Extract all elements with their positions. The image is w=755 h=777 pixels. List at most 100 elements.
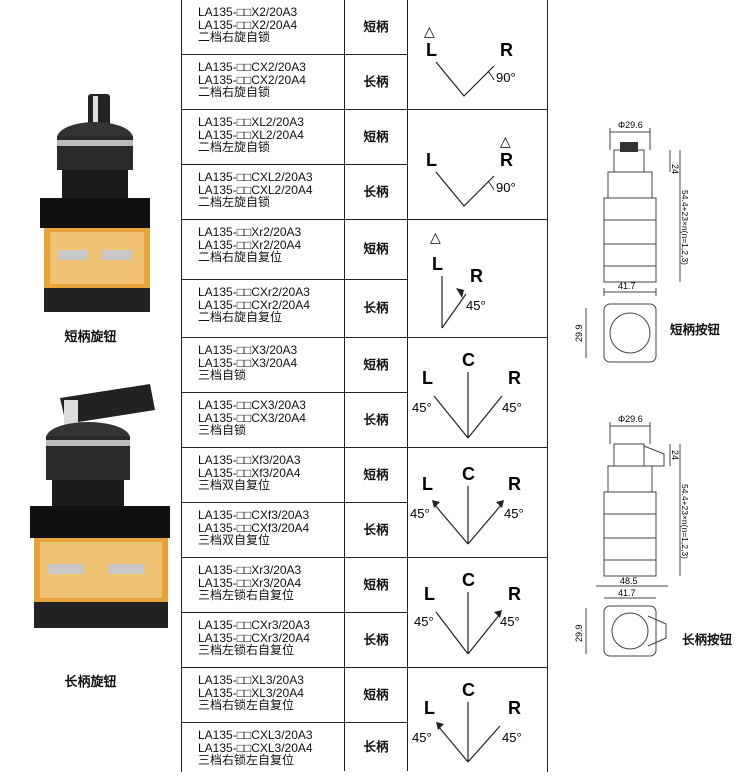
dim-side: 29.9 xyxy=(574,624,584,642)
model-line: LA135-□□CXr2/20A3 xyxy=(198,285,310,299)
diagram-cell: C L R 45° 45° xyxy=(408,338,547,448)
dim-width: 41.7 xyxy=(618,588,636,598)
right-angle: 45° xyxy=(500,614,520,629)
short-knob-caption: 短柄旋钮 xyxy=(64,329,117,344)
diagram-cell: C L R 45° 45° xyxy=(408,558,547,668)
dim-24: 24 xyxy=(670,164,680,174)
model-line: 二档右旋自复位 xyxy=(198,250,283,264)
left-angle: 45° xyxy=(410,506,430,521)
model-line: 二档右旋自复位 xyxy=(198,310,283,324)
model-line: LA135-□□XL2/20A3 xyxy=(198,115,304,129)
model-line: LA135-□□CXr3/20A3 xyxy=(198,618,310,632)
diagram-cell: C L R 45° 45° xyxy=(408,448,547,558)
label-r: R xyxy=(508,368,521,388)
handle-type: 短柄 xyxy=(345,0,408,54)
dim-width-outer: 48.5 xyxy=(620,576,638,586)
model-line: LA135-□□CXf3/20A3 xyxy=(198,508,310,522)
position-mark: △ xyxy=(424,23,435,39)
model-line: LA135-□□XL3/20A4 xyxy=(198,685,304,700)
label-l: L xyxy=(426,40,437,60)
model-line: LA135-□□X2/20A4 xyxy=(198,17,298,32)
label-l: L xyxy=(424,698,435,718)
label-l: L xyxy=(422,474,433,494)
label-l: L xyxy=(422,368,433,388)
model-line: LA135-□□Xf3/20A3 xyxy=(198,453,301,467)
handle-type: 长柄 xyxy=(345,55,408,109)
handle-type: 短柄 xyxy=(345,338,408,392)
short-button-caption: 短柄按钮 xyxy=(670,323,721,337)
handle-type: 长柄 xyxy=(345,723,408,771)
product-photo-panel: 短柄旋钮 长柄旋钮 xyxy=(0,0,182,772)
diagram-cell: △ L R 90° xyxy=(408,110,547,220)
dimension-panel: Φ29.6 24 54.4+23×n(n=1,2,3) 41.7 29.9 短柄… xyxy=(547,0,755,772)
label-r: R xyxy=(508,698,521,718)
model-line: 三档左锁右自复位 xyxy=(198,643,295,657)
handle-type: 长柄 xyxy=(345,165,408,219)
model-line: LA135-□□CXL3/20A3 xyxy=(198,728,313,742)
angle-label: 90° xyxy=(496,70,516,85)
dim-body: 54.4+23×n(n=1,2,3) xyxy=(680,484,690,559)
model-line: LA135-□□CXL3/20A4 xyxy=(198,740,313,755)
label-r: R xyxy=(500,40,513,60)
model-line: LA135-□□CX2/20A3 xyxy=(198,60,306,74)
label-c: C xyxy=(462,680,475,700)
label-r: R xyxy=(470,266,483,286)
position-mark: △ xyxy=(500,133,511,149)
model-line: LA135-□□Xr2/20A3 xyxy=(198,225,302,239)
handle-type: 短柄 xyxy=(345,558,408,612)
short-knob-photo xyxy=(40,94,150,312)
handle-type: 长柄 xyxy=(345,280,408,337)
model-line: 三档右锁左自复位 xyxy=(198,698,295,712)
model-line: LA135-□□Xf3/20A4 xyxy=(198,465,301,480)
handle-type: 长柄 xyxy=(345,393,408,447)
label-c: C xyxy=(462,464,475,484)
right-angle: 45° xyxy=(504,506,524,521)
position-mark: △ xyxy=(430,229,441,245)
dim-diameter: Φ29.6 xyxy=(618,120,643,130)
right-angle: 45° xyxy=(502,730,522,745)
label-l: L xyxy=(424,584,435,604)
model-line: LA135-□□XL2/20A4 xyxy=(198,127,304,142)
model-line: 三档左锁右自复位 xyxy=(198,588,295,602)
diagram-cell: C L R 45° 45° xyxy=(408,668,547,772)
model-line: LA135-□□CX3/20A4 xyxy=(198,410,306,425)
model-line: LA135-□□CXf3/20A4 xyxy=(198,520,310,535)
label-r: R xyxy=(508,474,521,494)
handle-type: 长柄 xyxy=(345,503,408,557)
handle-type: 短柄 xyxy=(345,110,408,164)
left-angle: 45° xyxy=(414,614,434,629)
short-button-drawing: Φ29.6 24 54.4+23×n(n=1,2,3) 41.7 29.9 xyxy=(574,120,690,363)
handle-type: 短柄 xyxy=(345,220,408,279)
model-line: LA135-□□X2/20A3 xyxy=(198,5,298,19)
model-line: LA135-□□CXL2/20A4 xyxy=(198,182,313,197)
dim-24: 24 xyxy=(670,450,680,460)
left-angle: 45° xyxy=(412,400,432,415)
right-angle: 45° xyxy=(502,400,522,415)
long-knob-caption: 长柄旋钮 xyxy=(64,674,117,689)
model-line: LA135-□□Xr2/20A4 xyxy=(198,237,302,252)
dim-width: 41.7 xyxy=(618,281,636,291)
model-line: LA135-□□X3/20A4 xyxy=(198,355,298,370)
angle-label: 90° xyxy=(496,180,516,195)
